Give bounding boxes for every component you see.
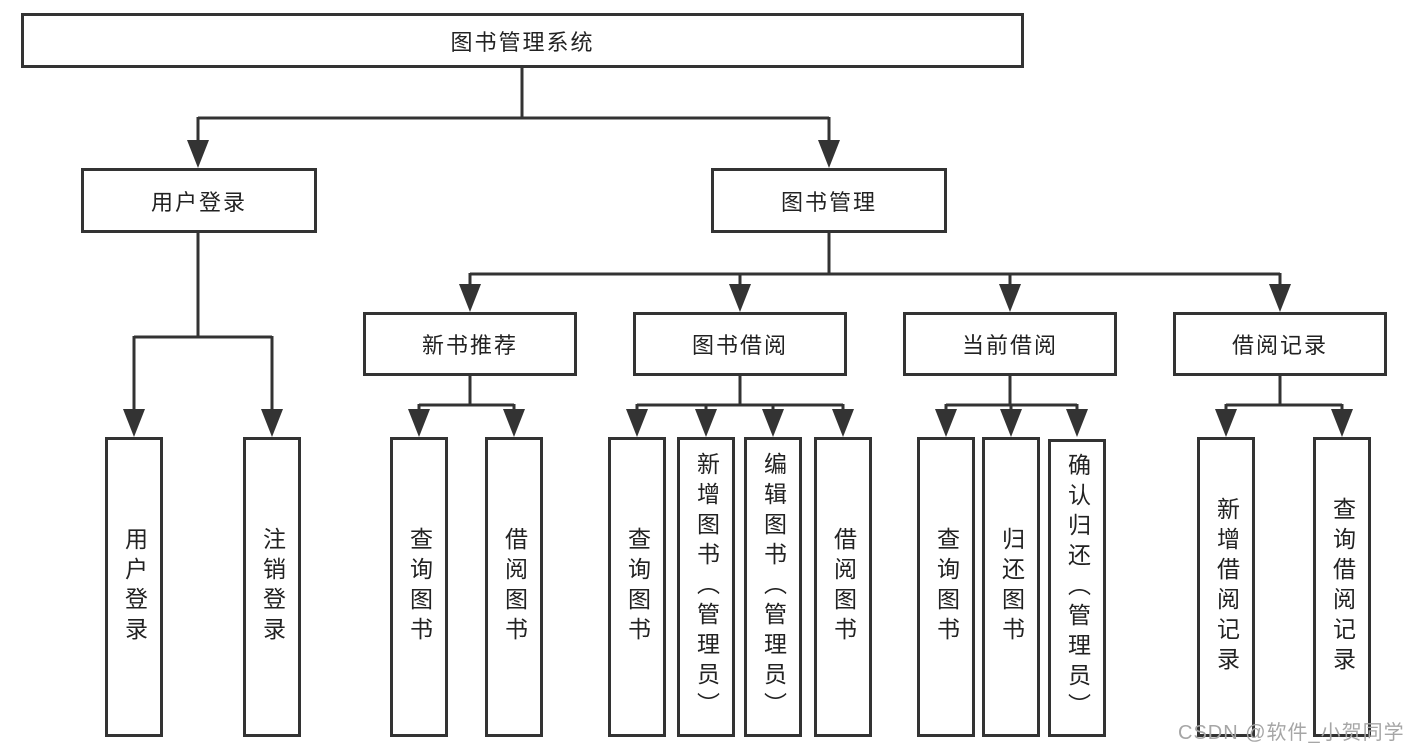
node-borrowing-records: 借阅记录	[1173, 312, 1387, 376]
borrowing-records-connector	[1215, 376, 1353, 437]
leaf-user-login: 用户登录	[105, 437, 163, 737]
new-book-recommendation-connector	[408, 376, 525, 437]
leaf-confirm-return-admin: 确认归还（管理员）	[1048, 439, 1106, 737]
book-borrowing-connector	[626, 376, 854, 437]
leaf-logout: 注销登录	[243, 437, 301, 737]
leaf-edit-book-admin: 编辑图书（管理员）	[744, 437, 802, 737]
book-management-connector	[459, 233, 1291, 312]
leaf-return-books: 归还图书	[982, 437, 1040, 737]
current-borrowing-connector	[935, 376, 1088, 437]
watermark: CSDN @软件_小贺同学	[1178, 722, 1405, 744]
node-user-login: 用户登录	[81, 168, 317, 233]
user-login-connector	[123, 233, 283, 437]
node-library-system: 图书管理系统	[21, 13, 1024, 68]
leaf-add-book-admin: 新增图书（管理员）	[677, 437, 735, 737]
node-current-borrowing: 当前借阅	[903, 312, 1117, 376]
node-book-management: 图书管理	[711, 168, 947, 233]
leaf-query-books-recommend: 查询图书	[390, 437, 448, 737]
leaf-add-borrow-record: 新增借阅记录	[1197, 437, 1255, 737]
leaf-borrow-books-recommend: 借阅图书	[485, 437, 543, 737]
leaf-query-books-borrowing: 查询图书	[608, 437, 666, 737]
node-new-book-recommendation: 新书推荐	[363, 312, 577, 376]
leaf-query-borrow-record: 查询借阅记录	[1313, 437, 1371, 737]
root-connector	[187, 68, 840, 168]
leaf-borrow-books-borrowing: 借阅图书	[814, 437, 872, 737]
leaf-query-books-current: 查询图书	[917, 437, 975, 737]
node-book-borrowing: 图书借阅	[633, 312, 847, 376]
